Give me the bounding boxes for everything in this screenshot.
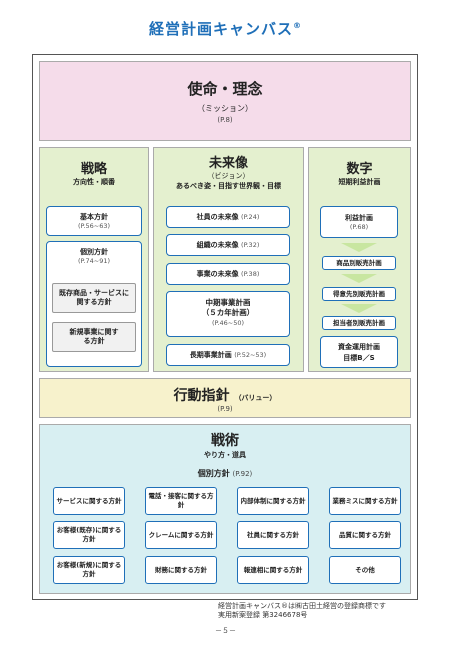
tactics-heading: 戦術 xyxy=(211,433,239,449)
flow-arrow xyxy=(341,304,377,313)
tactics-policy-box: 電話・接客に関する方針 xyxy=(145,487,217,515)
mid-term-plan-page: (P.46~50) xyxy=(211,319,245,327)
vision-heading: 未来像 xyxy=(208,156,248,171)
basic-policy-box: 基本方針 (P.56~63) xyxy=(46,206,142,236)
vision-section: 未来像 （ビジョン） あるべき姿・目指す世界観・目標 xyxy=(153,147,304,372)
numbers-sub: 短期利益計画 xyxy=(338,178,381,186)
tactics-policy-box: 品質に関する方針 xyxy=(329,521,401,549)
footer-registration: 実用新案登録 第3246678号 xyxy=(218,611,308,619)
profit-plan-page: (P.68) xyxy=(349,223,369,231)
tactics-policy-box: お客様(新規)に関する方針 xyxy=(53,556,125,584)
long-term-plan-box: 長期事業計画 (P.52~53) xyxy=(166,344,290,366)
tactics-individual-label: 個別方針 (P.92) xyxy=(197,469,253,478)
target-bs-label: 目標B／S xyxy=(343,354,375,362)
vision-item-label: 事業の未来像 xyxy=(196,270,239,278)
footer-note: 経営計画キャンバス®は㈱古田土経営の登録商標です 実用新案登録 第3246678… xyxy=(218,602,386,620)
strategy-heading: 戦略 xyxy=(80,162,107,177)
vision-item-label: 社員の未来像 xyxy=(196,213,239,221)
mission-sub: （ミッション） xyxy=(197,104,253,113)
mission-section: 使命・理念 （ミッション） (P.8) xyxy=(39,61,411,141)
tactics-policy-box: 報連相に関する方針 xyxy=(237,556,309,584)
individual-policy-label: 個別方針 xyxy=(80,248,108,256)
flow-arrow xyxy=(341,243,377,252)
finance-plan-box: 資金運用計画 目標B／S xyxy=(320,336,398,368)
profit-plan-box: 利益計画 (P.68) xyxy=(320,206,398,238)
staff-sales-plan: 担当者別販売計画 xyxy=(322,316,396,330)
vision-item-business: 事業の未来像 (P.38) xyxy=(166,263,290,285)
basic-policy-label: 基本方針 xyxy=(80,213,108,221)
tactics-policy-box: 内部体制に関する方針 xyxy=(237,487,309,515)
mission-heading: 使命・理念 xyxy=(187,80,263,98)
individual-policy-page: (P.74~91) xyxy=(77,257,111,265)
profit-plan-label: 利益計画 xyxy=(345,214,373,222)
vision-item-employees: 社員の未来像 (P.24) xyxy=(166,206,290,228)
strategy-sub: 方向性・順番 xyxy=(73,178,115,186)
tactics-policy-box: お客様(既存)に関する方針 xyxy=(53,521,125,549)
page-title: 経営計画キャンバス® xyxy=(148,20,302,38)
basic-policy-page: (P.56~63) xyxy=(77,222,111,230)
vision-sub: （ビジョン） xyxy=(207,172,250,180)
page-number: －５－ xyxy=(215,627,236,635)
tactics-sub: やり方・道具 xyxy=(204,451,246,459)
vision-item-page: (P.24) xyxy=(241,213,260,221)
vision-sub2: あるべき姿・目指す世界観・目標 xyxy=(176,182,281,190)
value-heading: 行動指針 （バリュー） xyxy=(173,388,277,404)
long-term-plan-page: (P.52~53) xyxy=(234,351,267,359)
vision-item-page: (P.38) xyxy=(241,270,260,278)
tactics-policy-box: 社員に関する方針 xyxy=(237,521,309,549)
customer-sales-plan: 得意先別販売計画 xyxy=(322,287,396,301)
finance-plan-label: 資金運用計画 xyxy=(338,343,380,351)
tactics-policy-box: サービスに関する方針 xyxy=(53,487,125,515)
mission-page: (P.8) xyxy=(217,116,233,124)
vision-item-organization: 組織の未来像 (P.32) xyxy=(166,234,290,256)
vision-item-label: 組織の未来像 xyxy=(196,241,239,249)
value-page: (P.9) xyxy=(217,405,233,413)
mid-term-plan-box: 中期事業計画 （５カ年計画） (P.46~50) xyxy=(166,291,290,337)
tactics-policy-box: その他 xyxy=(329,556,401,584)
mid-term-plan-label: 中期事業計画 xyxy=(205,298,251,307)
long-term-plan-label: 長期事業計画 xyxy=(189,351,232,359)
tactics-policy-box: 業務ミスに関する方針 xyxy=(329,487,401,515)
tactics-policy-box: クレームに関する方針 xyxy=(145,521,217,549)
product-sales-plan: 商品別販売計画 xyxy=(322,256,396,270)
numbers-heading: 数字 xyxy=(346,162,373,177)
vision-item-page: (P.32) xyxy=(241,241,260,249)
tactics-policy-box: 財務に関する方針 xyxy=(145,556,217,584)
footer-trademark: 経営計画キャンバス®は㈱古田土経営の登録商標です xyxy=(218,602,386,610)
new-business-policy-box: 新規事業に関する方針 xyxy=(52,322,136,352)
value-section: 行動指針 （バリュー） (P.9) xyxy=(39,378,411,418)
flow-arrow xyxy=(341,274,377,283)
existing-policy-box: 既存商品・サービスに関する方針 xyxy=(52,283,136,313)
mid-term-plan-period: （５カ年計画） xyxy=(201,308,255,317)
